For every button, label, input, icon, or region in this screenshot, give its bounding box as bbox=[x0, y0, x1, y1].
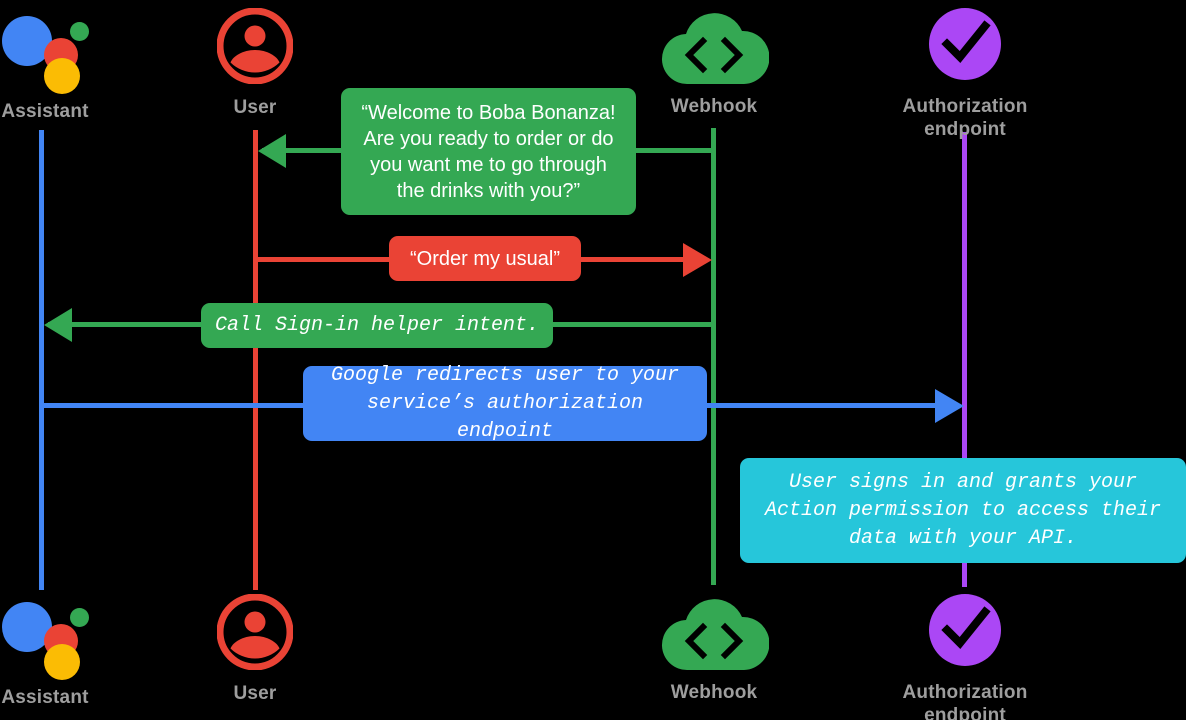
actor-label-user-top: User bbox=[233, 97, 277, 118]
actor-assistant-bottom: Assistant bbox=[0, 594, 90, 709]
message-bubble-sign-in-helper: Call Sign-in helper intent. bbox=[201, 303, 553, 348]
actor-label-authorization-bottom: Authorization endpoint bbox=[902, 682, 1028, 720]
assistant-dot-blue bbox=[2, 602, 52, 652]
message-text-user-grants: User signs in and grants your Action per… bbox=[764, 470, 1162, 550]
cloud-code-icon bbox=[661, 599, 770, 671]
assistant-dot-yellow bbox=[44, 58, 80, 94]
lifeline-authorization bbox=[962, 132, 967, 587]
lifeline-assistant bbox=[39, 130, 44, 590]
actor-authorization-top: Authorization endpoint bbox=[880, 6, 1050, 141]
actor-label-assistant-top: Assistant bbox=[1, 101, 89, 122]
arrow-head-sign-in-helper bbox=[44, 308, 72, 342]
actor-webhook-top: Webhook bbox=[658, 10, 770, 118]
actor-webhook-bottom: Webhook bbox=[658, 596, 770, 704]
actor-authorization-bottom: Authorization endpoint bbox=[880, 592, 1050, 720]
assistant-dot-green bbox=[70, 608, 89, 627]
message-bubble-redirect: Google redirects user to your service’s … bbox=[303, 364, 707, 443]
google-assistant-icon bbox=[0, 8, 90, 94]
message-text-redirect: Google redirects user to your service’s … bbox=[330, 363, 680, 443]
message-bubble-order-usual: “Order my usual” bbox=[389, 236, 581, 281]
actor-label-assistant-bottom: Assistant bbox=[1, 687, 89, 708]
assistant-dot-green bbox=[70, 22, 89, 41]
message-text-sign-in-helper: Call Sign-in helper intent. bbox=[214, 313, 540, 337]
arrow-head-welcome bbox=[258, 134, 286, 168]
actor-label-authorization-top: Authorization endpoint bbox=[902, 96, 1028, 140]
user-avatar-icon bbox=[216, 7, 294, 85]
cloud-code-icon bbox=[661, 13, 770, 85]
actor-label-user-bottom: User bbox=[233, 683, 277, 704]
google-assistant-icon bbox=[0, 594, 90, 680]
assistant-dot-yellow bbox=[44, 644, 80, 680]
user-avatar-icon bbox=[216, 593, 294, 671]
actor-label-webhook-top: Webhook bbox=[670, 96, 758, 117]
message-bubble-user-grants: User signs in and grants your Action per… bbox=[740, 458, 1186, 563]
message-bubble-welcome: “Welcome to Boba Bonanza! Are you ready … bbox=[341, 88, 636, 215]
message-text-order-usual: “Order my usual” bbox=[409, 247, 561, 270]
lifeline-user bbox=[253, 130, 258, 590]
actor-user-bottom: User bbox=[216, 593, 294, 705]
message-text-welcome: “Welcome to Boba Bonanza! Are you ready … bbox=[361, 101, 616, 202]
purple-check-icon bbox=[929, 8, 1001, 80]
lifeline-webhook bbox=[711, 128, 716, 585]
actor-user-top: User bbox=[216, 7, 294, 119]
actor-label-webhook-bottom: Webhook bbox=[670, 682, 758, 703]
actor-assistant-top: Assistant bbox=[0, 8, 90, 123]
arrow-head-redirect bbox=[935, 389, 964, 423]
arrow-head-order-usual bbox=[683, 243, 712, 277]
purple-check-icon bbox=[929, 594, 1001, 666]
assistant-dot-blue bbox=[2, 16, 52, 66]
